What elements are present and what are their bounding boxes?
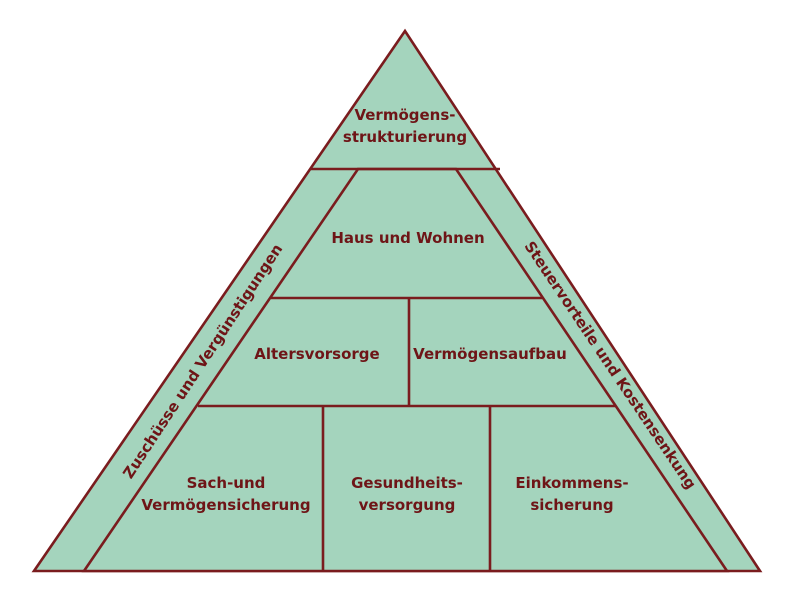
apex-label-line2: strukturierung bbox=[343, 128, 467, 146]
level4-left-line2: Vermögensicherung bbox=[141, 496, 310, 514]
level4-middle-line1: Gesundheits- bbox=[351, 474, 463, 492]
level4-middle-line2: versorgung bbox=[359, 496, 456, 514]
level3-left-label: Altersvorsorge bbox=[254, 345, 379, 363]
level3-right-label: Vermögensaufbau bbox=[413, 345, 567, 363]
level4-right-line2: sicherung bbox=[530, 496, 613, 514]
apex-label-line1: Vermögens- bbox=[354, 106, 455, 124]
level4-left-line1: Sach-und bbox=[187, 474, 266, 492]
level4-right-line1: Einkommens- bbox=[515, 474, 628, 492]
level2-label: Haus und Wohnen bbox=[331, 229, 484, 247]
